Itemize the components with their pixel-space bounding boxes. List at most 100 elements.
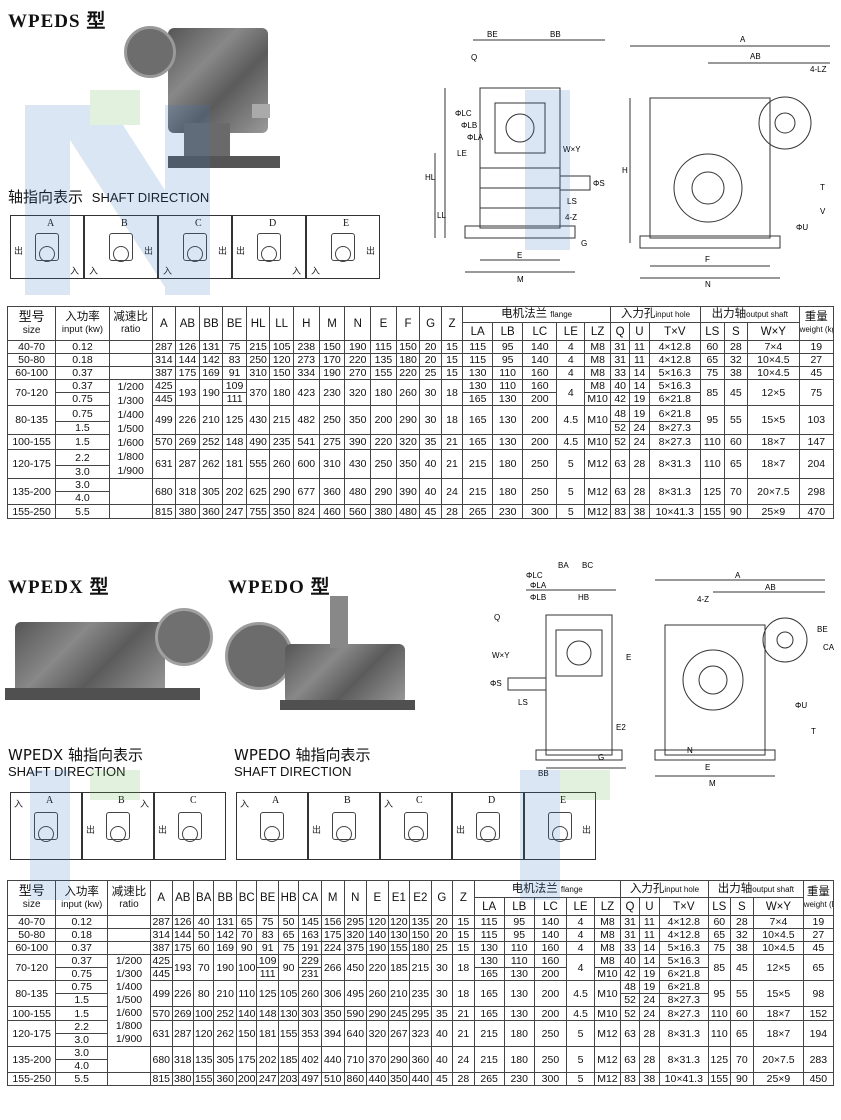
- th-output-shaft: 出力轴output shaft: [700, 306, 800, 323]
- svg-text:ΦLA: ΦLA: [530, 581, 547, 590]
- wpedo-shaft-direction-en: SHAFT DIRECTION: [234, 764, 352, 779]
- svg-text:A: A: [735, 571, 741, 580]
- svg-text:BA: BA: [558, 561, 569, 570]
- svg-text:ΦLB: ΦLB: [530, 593, 546, 602]
- svg-text:Q: Q: [471, 53, 477, 62]
- svg-text:4-Z: 4-Z: [697, 595, 709, 604]
- svg-text:LE: LE: [457, 149, 467, 158]
- svg-text:AB: AB: [765, 583, 776, 592]
- svg-text:4-Z: 4-Z: [565, 213, 577, 222]
- svg-text:ΦS: ΦS: [490, 679, 502, 688]
- wpeds-side-drawing: A AB 4-LZ H T V ΦU F N: [622, 35, 830, 288]
- svg-text:M: M: [517, 275, 524, 284]
- svg-text:N: N: [687, 746, 693, 755]
- svg-text:LS: LS: [567, 197, 577, 206]
- svg-text:G: G: [581, 239, 587, 248]
- svg-text:ΦLA: ΦLA: [467, 133, 484, 142]
- svg-text:LS: LS: [518, 698, 528, 707]
- wpedx-front-drawing: BA BC ΦLC ΦLA ΦLB HB Q W×Y ΦS LS BB G E2…: [490, 561, 631, 778]
- svg-text:BB: BB: [550, 30, 561, 39]
- wpedo-shaft-direction-cn: WPEDO 轴指向表示: [234, 746, 371, 764]
- svg-text:BE: BE: [487, 30, 498, 39]
- svg-text:T: T: [811, 727, 816, 736]
- wpedx-shaft-direction-en: SHAFT DIRECTION: [8, 764, 126, 779]
- svg-text:BB: BB: [538, 769, 549, 778]
- wpedx-title: WPEDX 型: [8, 577, 110, 598]
- svg-text:E2: E2: [616, 723, 626, 732]
- wpeds-product-photo: [118, 8, 296, 170]
- svg-text:T: T: [820, 183, 825, 192]
- svg-text:HL: HL: [425, 173, 436, 182]
- svg-text:LL: LL: [437, 211, 446, 220]
- svg-text:ΦLB: ΦLB: [461, 121, 477, 130]
- svg-text:4-LZ: 4-LZ: [810, 65, 827, 74]
- svg-text:HB: HB: [578, 593, 589, 602]
- wpedo-title: WPEDO 型: [228, 577, 331, 598]
- svg-text:Q: Q: [494, 613, 500, 622]
- svg-text:CA: CA: [823, 643, 835, 652]
- th-input-hole: 入力孔input hole: [610, 306, 702, 323]
- wpedx-side-drawing: A AB 4-Z BE CA ΦU T N E M: [654, 571, 835, 788]
- wpeds-front-drawing: BE BB Q ΦLC ΦLB ΦLA LE HL LL W×Y ΦS LS 4…: [425, 30, 605, 284]
- svg-text:A: A: [740, 35, 746, 44]
- svg-text:E: E: [626, 653, 631, 662]
- svg-text:E: E: [517, 251, 522, 260]
- svg-text:W×Y: W×Y: [492, 651, 510, 660]
- svg-text:BE: BE: [817, 625, 828, 634]
- wpedx-shaft-direction-cn: WPEDX 轴指向表示: [8, 746, 143, 764]
- svg-text:AB: AB: [750, 52, 761, 61]
- svg-text:ΦS: ΦS: [593, 179, 605, 188]
- svg-text:W×Y: W×Y: [563, 145, 581, 154]
- svg-text:BC: BC: [582, 561, 593, 570]
- wpedx-product-photo: [5, 600, 215, 710]
- svg-text:E: E: [705, 763, 710, 772]
- wpedo-product-photo: [225, 596, 420, 716]
- svg-text:G: G: [598, 753, 604, 762]
- svg-text:M: M: [709, 779, 716, 788]
- svg-text:ΦLC: ΦLC: [455, 109, 472, 118]
- wpeds-title: WPEDS 型: [8, 11, 107, 32]
- th-flange: 电机法兰 flange: [462, 306, 612, 323]
- svg-text:ΦU: ΦU: [796, 223, 808, 232]
